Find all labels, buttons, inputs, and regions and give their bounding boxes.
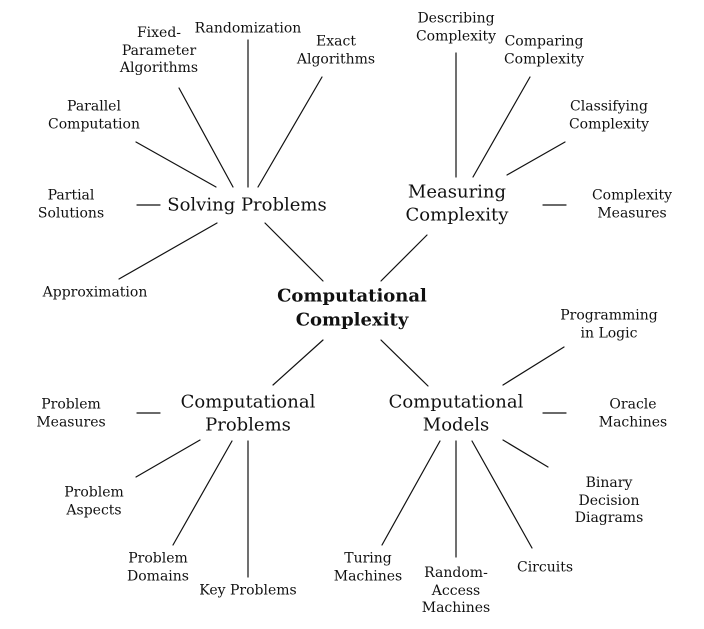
branch-solving-problems: Solving Problems [167,193,326,216]
leaf-programming-in-logic: Programming in Logic [560,308,658,343]
leaf-problem-measures: Problem Measures [36,397,105,432]
leaf-oracle-machines: Oracle Machines [599,397,668,432]
leaf-approximation: Approximation [43,284,148,302]
branch-measuring-complexity: Measuring Complexity [406,181,509,228]
leaf-line: Oracle [609,396,657,413]
leaf-binary-decision-diagrams: Binary Decision Diagrams [575,475,644,528]
leaf-partial-solutions: Partial Solutions [38,188,104,223]
leaf-randomization: Randomization [195,20,302,38]
branch-label: Models [422,415,490,436]
leaf-turing-machines: Turing Machines [334,551,403,586]
leaf-line: Access [431,582,481,599]
root-node: Computational Complexity [277,285,427,334]
edge-solving-approximation [118,222,218,280]
branch-label: Computational [388,391,524,413]
leaf-line: Solutions [37,205,105,221]
leaf-line: Complexity [591,187,673,204]
branch-label: Measuring [407,181,507,203]
leaf-line: Binary [585,474,633,491]
edge-root-solving [264,222,324,282]
edge-models-circuits [471,440,533,549]
leaf-describing-complexity: Describing Complexity [416,11,496,46]
leaf-line: Domains [127,568,189,584]
leaf-line: Approximation [42,284,148,301]
leaf-line: Partial [47,187,95,204]
leaf-problem-aspects: Problem Aspects [64,485,124,520]
edge-problems-domains [172,440,233,546]
leaf-line: Measures [597,205,667,221]
leaf-key-problems: Key Problems [199,582,296,600]
edge-models-turing [381,440,441,546]
leaf-line: Parallel [67,98,121,115]
leaf-line: Measures [36,414,106,430]
leaf-line: Problem [64,484,124,501]
leaf-classifying-complexity: Classifying Complexity [569,99,649,134]
edge-models-programming-logic [502,346,565,386]
edge-measuring-classifying [506,141,566,176]
leaf-parallel-computation: Parallel Computation [48,99,140,134]
edge-measuring-comparing [472,76,531,178]
leaf-line: Exact [316,33,356,50]
edge-problems-aspects [135,439,201,478]
leaf-line: Machines [421,599,491,616]
leaf-comparing-complexity: Comparing Complexity [504,34,584,69]
leaf-line: Complexity [415,28,497,44]
leaf-line: Programming [560,307,658,324]
edge-models-bdd [502,439,549,468]
leaf-line: Turing [344,550,392,567]
leaf-line: Aspects [66,502,122,518]
edge-root-models [380,339,429,387]
edge-root-measuring [380,234,428,282]
leaf-line: Circuits [516,559,574,576]
leaf-line: Fixed- [136,24,182,41]
leaf-line: Random- [424,564,488,581]
leaf-line: Problem [128,550,188,567]
branch-label: Complexity [405,205,509,226]
leaf-line: Complexity [568,116,650,132]
branch-label: Problems [205,415,291,436]
leaf-line: Classifying [570,98,648,115]
leaf-complexity-measures: Complexity Measures [592,188,672,223]
leaf-line: Parameter [121,42,197,59]
leaf-line: Machines [598,414,668,430]
leaf-line: Complexity [503,51,585,67]
leaf-line: Randomization [194,20,302,37]
edge-root-problems [272,339,324,386]
leaf-line: in Logic [580,325,638,341]
leaf-line: Key Problems [199,582,297,599]
branch-computational-problems: Computational Problems [181,391,316,438]
leaf-line: Machines [333,568,403,584]
branch-label: Solving Problems [167,194,327,216]
leaf-line: Describing [417,10,495,27]
leaf-line: Comparing [504,33,584,50]
leaf-line: Problem [41,396,101,413]
leaf-line: Algorithms [296,51,376,67]
leaf-line: Diagrams [574,509,644,526]
leaf-line: Algorithms [119,59,199,76]
edge-solving-exact [257,76,323,188]
edge-solving-fixed-parameter [178,87,234,188]
leaf-exact-algorithms: Exact Algorithms [297,34,375,69]
leaf-circuits: Circuits [517,559,573,577]
edge-solving-parallel [135,141,217,188]
branch-label: Computational [180,391,316,413]
root-line: Computational [277,285,427,307]
leaf-problem-domains: Problem Domains [127,551,189,586]
branch-computational-models: Computational Models [389,391,524,438]
leaf-fixed-parameter-algorithms: Fixed- Parameter Algorithms [120,25,198,78]
leaf-line: Decision [578,492,640,509]
leaf-random-access-machines: Random- Access Machines [422,565,491,618]
leaf-line: Computation [48,116,140,132]
root-line: Complexity [295,310,409,331]
